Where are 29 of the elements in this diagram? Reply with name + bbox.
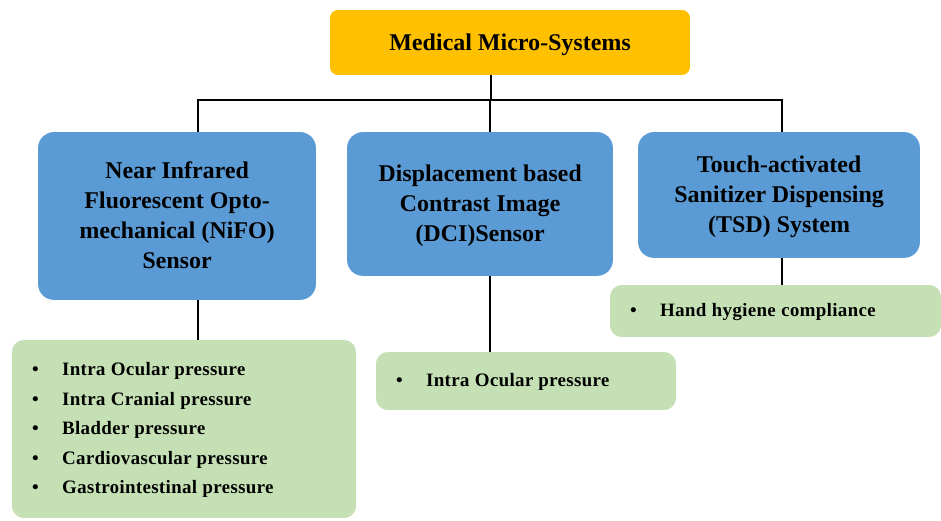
bullet: • [32,358,39,382]
bullet: • [32,446,39,471]
category-box [347,132,613,276]
box-title: Displacement based Contrast Image (DCI)Sensor [377,160,583,249]
root-box [330,10,690,75]
box-title: Near Infrared Fluorescent Opto-mechanical (NiFO) Sensor [78,157,276,276]
box-title: Medical Micro-Systems [389,28,631,58]
application-list-box [376,352,676,410]
list-item: Hand hygiene compliance [660,299,876,324]
application-list-box [610,285,941,337]
category-box [638,132,920,258]
list-item: Intra Ocular pressure [62,358,246,382]
list-item: Cardiovascular pressure [62,446,268,471]
list-item: Intra Ocular pressure [426,369,610,394]
box-title: Touch-activated Sanitizer Dispensing (TSD) System [673,151,885,240]
bullet: • [396,369,403,394]
connector-line [490,75,783,132]
bullet: • [630,299,637,324]
list-item: Gastrointestinal pressure [62,476,274,500]
list-item: Intra Cranial pressure [62,388,252,412]
connector-line [781,258,783,285]
connector-line [197,300,199,340]
list-item: Bladder pressure [62,417,206,442]
bullet: • [32,476,39,500]
category-box [38,132,316,300]
bullet: • [32,417,39,442]
application-list-box [12,340,356,518]
bullet: • [32,388,39,412]
connector-line [489,276,491,352]
